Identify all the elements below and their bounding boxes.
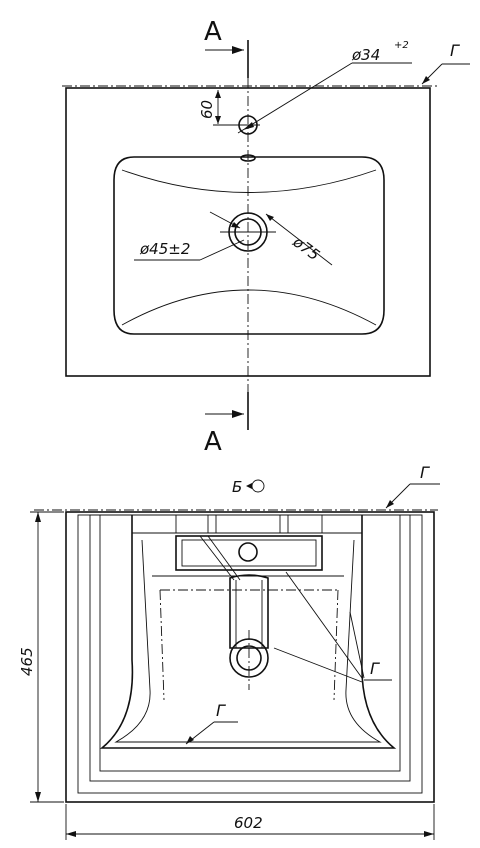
bottom-view: Б [18,463,440,840]
leader-g-2 [273,647,363,683]
label-edge-middle: Г [370,659,380,678]
view-symbol [251,479,265,493]
leader-g-1 [285,571,363,679]
dim-height: 465 [18,647,36,676]
basin-outline [65,87,431,377]
hidden-line-right [333,589,339,701]
overflow-slot [240,154,256,162]
bowl-upper-curve [121,169,377,193]
wall-1 [77,514,423,794]
pedestal-inner [114,539,382,743]
hidden-line-left [159,589,165,701]
bowl-lower-curve [121,289,377,326]
label-edge-top-bottom-view: Г [420,463,430,482]
section-marker-bottom: A [204,392,249,457]
dim-drain-inner: ø45±2 [139,240,190,258]
pedestal-outline [99,515,397,749]
section-marker-top: A [204,17,249,78]
dim-tap-tolerance: +2 [394,40,409,51]
section-letter-bottom: A [204,427,222,457]
dim-drain-outer: ø75 [289,232,323,264]
bowl-outline [113,156,385,335]
leader-drain-outer [265,213,333,266]
overflow-channel [175,535,323,571]
dim-tap-hole: ø34 [351,46,380,64]
wall-3 [99,514,401,772]
overflow-hole [238,542,258,562]
leader-tap [237,62,353,134]
top-view: A ø34 +2 60 ø45±2 [62,17,470,457]
leader-g-3 [349,611,365,679]
section-letter-top: A [204,17,222,47]
dim-tap-offset: 60 [198,100,216,119]
dim-width: 602 [234,814,263,832]
label-edge-bottom: Г [216,701,226,720]
label-view-b: Б [232,478,242,496]
label-edge-top-view: Г [450,41,460,60]
drain-pipe [229,574,269,649]
body-outline [65,511,435,803]
